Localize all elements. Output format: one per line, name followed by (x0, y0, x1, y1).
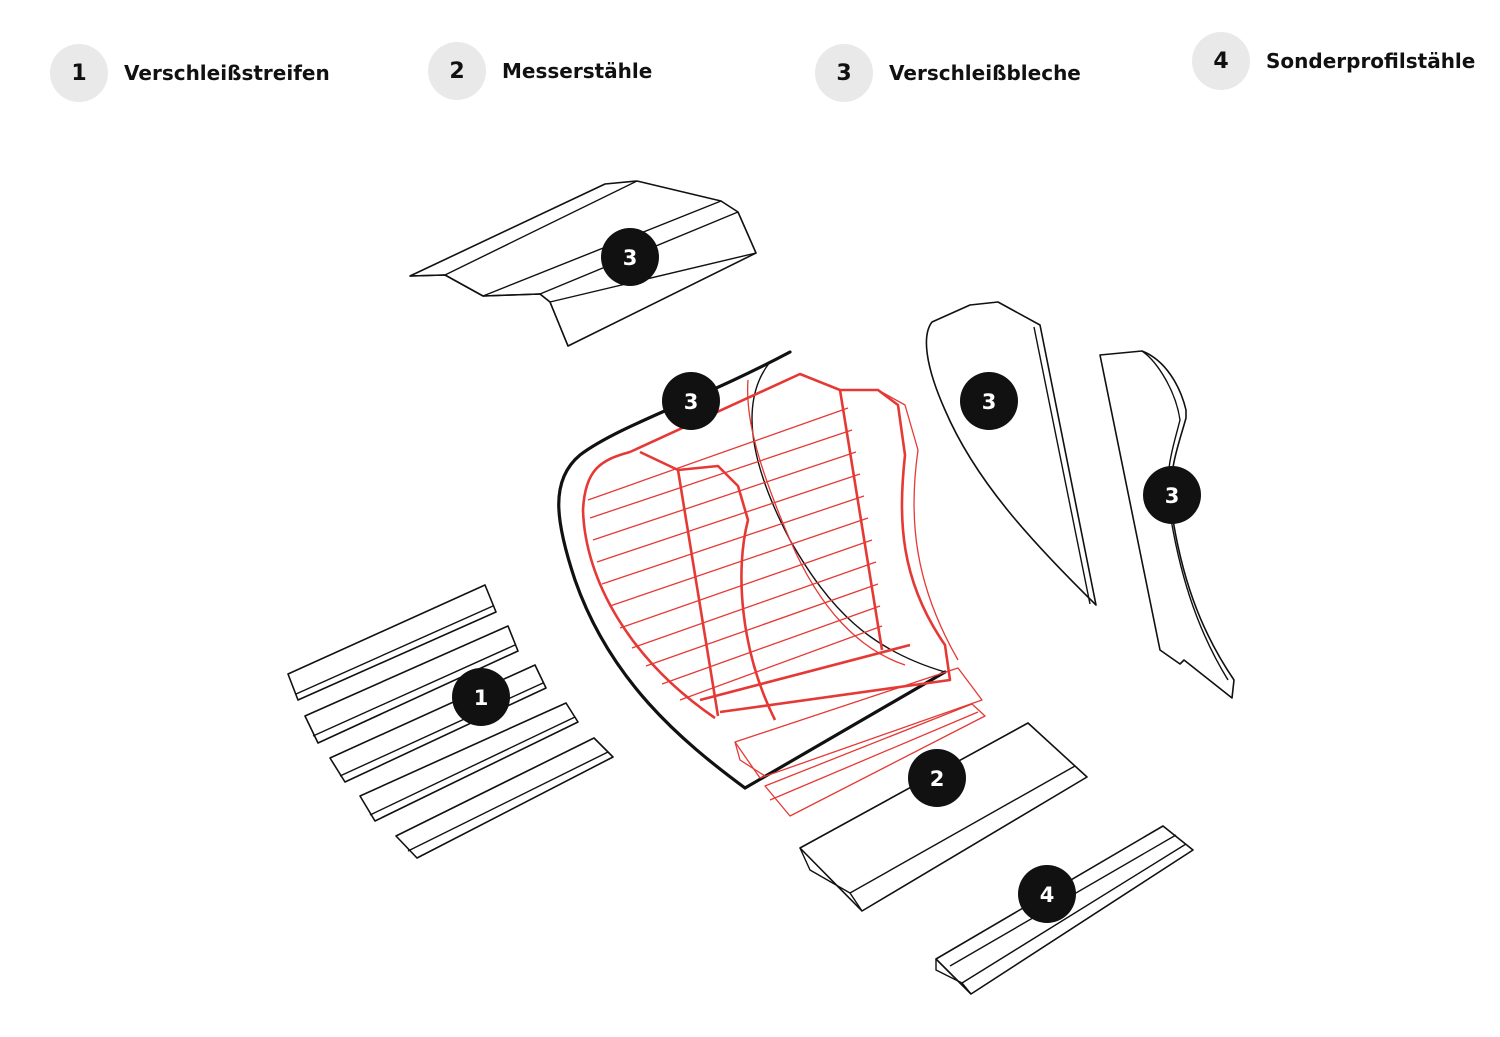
legend-label-1: Verschleißstreifen (124, 61, 330, 85)
callout-top-plate: 3 (601, 228, 659, 286)
top-wear-plate (409, 180, 757, 347)
callout-special-profile-label: 4 (1040, 883, 1055, 907)
callout-side-plate-right: 3 (1143, 466, 1201, 524)
callout-bucket-back-label: 3 (684, 390, 699, 414)
side-plate-left (925, 301, 1097, 606)
legend-item-1: 1 Verschleißstreifen (50, 44, 330, 102)
callout-bucket-back: 3 (662, 372, 720, 430)
legend-item-2: 2 Messerstähle (428, 42, 652, 100)
callout-cutting-edge: 2 (908, 749, 966, 807)
callout-side-plate-left-label: 3 (982, 390, 997, 414)
legend-item-3: 3 Verschleißbleche (815, 44, 1081, 102)
callout-top-plate-label: 3 (623, 246, 638, 270)
callout-side-plate-left: 3 (960, 372, 1018, 430)
legend-number-2: 2 (428, 42, 486, 100)
callout-special-profile: 4 (1018, 865, 1076, 923)
wear-strips (287, 584, 614, 859)
callout-wear-strips-label: 1 (474, 686, 489, 710)
legend-number-4: 4 (1192, 32, 1250, 90)
callout-wear-strips: 1 (452, 668, 510, 726)
bucket-liner-highlight (581, 372, 986, 817)
callout-side-plate-right-label: 3 (1165, 484, 1180, 508)
callout-cutting-edge-label: 2 (930, 767, 945, 791)
legend-label-3: Verschleißbleche (889, 61, 1081, 85)
legend-item-4: 4 Sonderprofilstähle (1192, 32, 1475, 90)
legend-label-4: Sonderprofilstähle (1266, 49, 1476, 73)
legend-number-1: 1 (50, 44, 108, 102)
side-plate-right (1099, 350, 1235, 699)
legend-number-3: 3 (815, 44, 873, 102)
legend-label-2: Messerstähle (502, 59, 653, 83)
bucket-back-plate (557, 350, 947, 790)
